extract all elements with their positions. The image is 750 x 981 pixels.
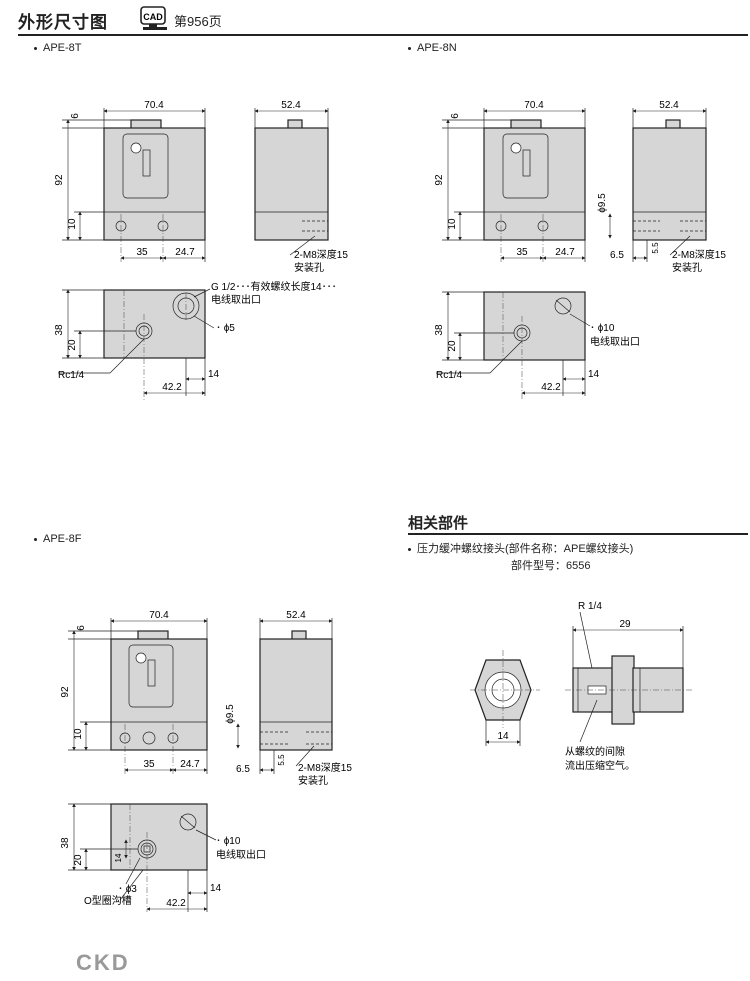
n-dim-52-4: 52.4: [659, 100, 679, 111]
n-mount-hole-label: 安装孔: [672, 261, 702, 274]
dim-35: 35: [136, 247, 148, 258]
n-phi10-label: ･ ɸ10: [590, 323, 615, 334]
rc-label: Rc1/4: [58, 370, 85, 381]
n-dim-92: 92: [434, 174, 445, 186]
n-dim-24-7: 24.7: [555, 247, 575, 258]
fitting-dim-29: 29: [619, 619, 631, 630]
f-dim-5-5: 5.5: [277, 754, 286, 766]
n-dim-9-5: ɸ9.5: [597, 193, 608, 213]
dim-38: 38: [54, 324, 65, 336]
ape-8n-front-view: 70.4 92 10 6 35 24.7: [434, 100, 586, 262]
fitting-side-view: 29 R 1/4 从螺纹的间隙 流出压缩空气。: [565, 601, 692, 772]
f-dim-38: 38: [60, 837, 71, 849]
f-phi10-label: ･ ɸ10: [216, 836, 241, 847]
f-dim-6-5: 6.5: [236, 764, 250, 775]
f-dim-6: 6: [76, 625, 87, 631]
fitting-note-1: 从螺纹的间隙: [565, 745, 625, 758]
f-dim-20: 20: [73, 854, 84, 866]
f-dim-52-4: 52.4: [286, 610, 306, 621]
page-title: 外形尺寸图: [18, 13, 108, 32]
f-dim-14-v: 14: [114, 853, 123, 862]
ape-8f-side-view: 52.4 ɸ9.5 6.5 5.5 2-M8深度15 安装孔: [225, 610, 352, 787]
dim-24-7: 24.7: [175, 247, 195, 258]
dim-42-2: 42.2: [162, 382, 182, 393]
g-thread-label: G 1/2･･･有效螺纹长度14･･･: [211, 280, 337, 293]
n-dim-38: 38: [434, 324, 445, 336]
f-dim-24-7: 24.7: [180, 759, 200, 770]
wire-outlet-label: 电线取出口: [211, 293, 261, 306]
dim-10: 10: [67, 218, 78, 230]
dim-20: 20: [67, 339, 78, 351]
f-dim-9-5: ɸ9.5: [225, 704, 236, 724]
ape-8f-front-view: 70.4 92 10 6 35 24.7: [60, 610, 208, 774]
fitting-r14-label: R 1/4: [578, 601, 602, 612]
model-label-ape-8f: APE-8F: [34, 533, 82, 545]
n-dim-10: 10: [447, 218, 458, 230]
f-dim-42-2: 42.2: [166, 898, 186, 909]
cad-icon[interactable]: CAD: [140, 6, 170, 31]
f-dim-35: 35: [143, 759, 155, 770]
cad-page-ref[interactable]: 第956页: [174, 14, 222, 29]
related-parts-title: 相关部件: [408, 515, 469, 532]
dim-6: 6: [70, 113, 81, 119]
phi5-label: ･ ɸ5: [216, 323, 235, 334]
fitting-dim-14: 14: [497, 731, 509, 742]
n-dim-20: 20: [447, 340, 458, 352]
ape-8n-side-view: 52.4 ɸ9.5 6.5 5.5 2-M8深度15 安装孔: [597, 100, 726, 274]
fitting-end-view: 14: [470, 650, 540, 746]
related-part-number: 部件型号：6556: [511, 560, 591, 572]
brand-logo: CKD: [76, 950, 130, 975]
n-m8-label: 2-M8深度15: [672, 248, 726, 261]
n-dim-35: 35: [516, 247, 528, 258]
n-wire-outlet-label: 电线取出口: [590, 335, 640, 348]
ape-8f-bottom-view: 38 20 14 ･ ɸ3 O型圈沟槽 42.2 14 ･ ɸ10 电线取出口: [60, 803, 266, 912]
f-dim-70-4: 70.4: [149, 610, 169, 621]
model-label-ape-8n: APE-8N: [408, 42, 457, 54]
dim-70-4: 70.4: [144, 100, 164, 111]
f-dim-14: 14: [210, 883, 222, 894]
related-item: 压力缓冲螺纹接头(部件名称：APE螺纹接头): [408, 540, 633, 556]
cad-badge: CAD: [143, 12, 163, 22]
n-dim-6: 6: [450, 113, 461, 119]
n-dim-70-4: 70.4: [524, 100, 544, 111]
model-label-ape-8t: APE-8T: [34, 42, 82, 54]
related-parts-rule: [408, 533, 748, 535]
f-mount-hole-label: 安装孔: [298, 774, 328, 787]
f-dim-10: 10: [73, 728, 84, 740]
header-rule: [18, 34, 748, 36]
n-rc-label: Rc1/4: [436, 370, 463, 381]
f-wire-outlet-label: 电线取出口: [216, 848, 266, 861]
mount-hole-label: 安装孔: [294, 261, 324, 274]
oring-groove-label: O型圈沟槽: [84, 894, 132, 907]
dim-92: 92: [54, 174, 65, 186]
ape-8t-bottom-view: 38 20 Rc1/4 42.2 14 G 1/2･･･有效螺纹长度14･･･ …: [54, 280, 337, 400]
n-dim-5-5: 5.5: [651, 242, 660, 254]
n-dim-6-5: 6.5: [610, 250, 624, 261]
f-m8-label: 2-M8深度15: [298, 761, 352, 774]
ape-8t-side-view: 52.4 2-M8深度15 安装孔: [254, 100, 348, 274]
n-dim-42-2: 42.2: [541, 382, 561, 393]
f-dim-92: 92: [60, 686, 71, 698]
ape-8t-front-view: 70.4 92 10 6 35 24.7: [54, 100, 206, 262]
dim-52-4: 52.4: [281, 100, 301, 111]
fitting-note-2: 流出压缩空气。: [565, 759, 635, 772]
ape-8n-bottom-view: 38 20 Rc1/4 42.2 14 ･ ɸ10 电线取出口: [434, 291, 640, 400]
m8-label: 2-M8深度15: [294, 248, 348, 261]
n-dim-14: 14: [588, 369, 600, 380]
dim-14: 14: [208, 369, 220, 380]
